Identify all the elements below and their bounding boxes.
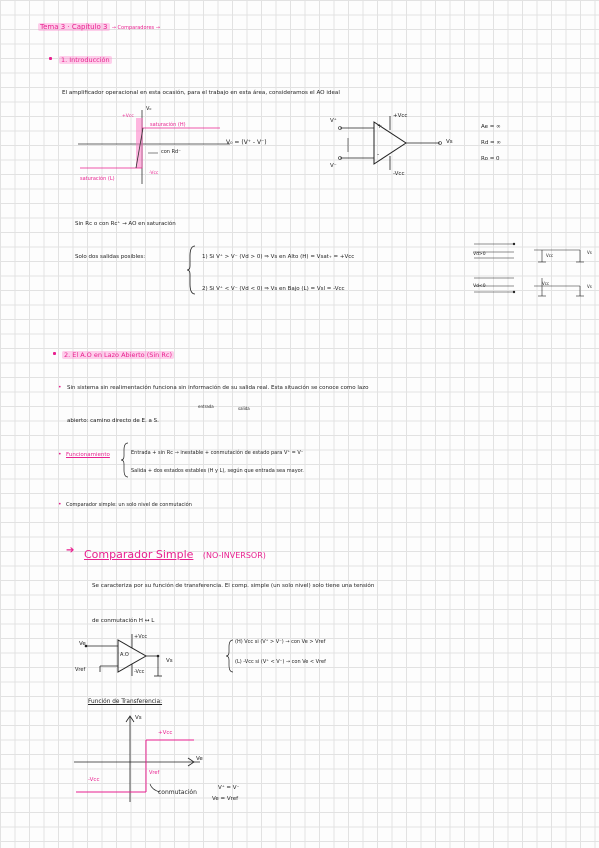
graph-vcc-neg: -Vcc <box>149 171 159 176</box>
funcionamiento-label: Funcionamiento <box>66 452 110 458</box>
mini-low-label: Vd<0 <box>473 284 486 289</box>
salidas-label: Solo dos salidas posibles: <box>75 254 146 260</box>
func-bullet-2: Salida + dos estados estables (H y L), s… <box>131 468 304 474</box>
ft-conm: conmutación <box>158 789 197 796</box>
mini-circuit-low <box>474 277 516 294</box>
sin-rc-note: Sin Rc o con Rc⁺ → AO en saturación <box>75 221 176 227</box>
param-rd: Rd = ∞ <box>481 140 501 146</box>
mini-circuit-high-out <box>534 249 584 263</box>
sec2-dot-2: • <box>58 451 62 458</box>
section-1-title: 1. Introducción <box>59 56 112 64</box>
ft-title: Función de Transferencia: <box>88 699 163 705</box>
cond-brace <box>225 639 234 673</box>
param-ae: Ae = ∞ <box>481 124 501 130</box>
sec2-line-1: Sin sistema sin realimentación funciona … <box>67 385 369 391</box>
ft-vcc-pos: +Vcc <box>158 730 173 736</box>
mini-high-label: Vd>0 <box>473 252 486 257</box>
ft-eq2: Ve = Vref <box>212 796 239 802</box>
ft-eq1: V⁺ = V⁻ <box>218 785 240 791</box>
sec2-sup-salida: salida <box>238 406 250 411</box>
section-bullet <box>53 352 56 355</box>
opamp-plus-sign: + <box>377 123 383 130</box>
ft-vcc-neg: -Vcc <box>88 777 100 783</box>
mini-circuit-low-out <box>534 278 584 297</box>
func-brace <box>120 442 129 478</box>
topic-title: Tema 3 · Capítulo 3 <box>38 23 110 31</box>
cond-high: (H) Vcc si (V⁺ > V⁻) → con Ve > Vref <box>235 639 326 645</box>
sec2-line-2: abierto: camino directo de E. a S. <box>67 418 159 424</box>
sec2-dot-3: • <box>58 501 62 508</box>
ft-vref: Vref <box>149 770 160 776</box>
graph-vo-label: V₀ <box>146 106 152 112</box>
opamp-vplus: V⁺ <box>330 118 337 124</box>
graph-sat-high: saturación (H) <box>150 122 186 128</box>
opamp-vcc-pos: +Vcc <box>393 113 408 119</box>
ft-vs: Vs <box>135 715 142 721</box>
opamp-vcc-neg: -Vcc <box>393 171 405 177</box>
mini-high-vcc: Vcc <box>546 253 554 258</box>
section-3-title: Comparador Simple (NO-INVERSOR) <box>84 548 266 561</box>
circuit-vcc-pos: +Vcc <box>134 634 148 640</box>
graph-rd-note: con Rd⁻ <box>161 149 181 155</box>
sec2-sup-entrada: entrada <box>198 404 214 409</box>
ft-ve: Ve <box>196 756 203 762</box>
section-1-intro: El amplificador operacional en esta ocas… <box>62 90 340 96</box>
section-bullet <box>49 57 52 60</box>
circuit-ao: A.O <box>120 652 129 658</box>
transfer-function-graph <box>74 715 200 802</box>
sec3-line-2: de conmutación H ↔ L <box>92 618 155 624</box>
brace <box>186 245 196 295</box>
sec3-line-1: Se caracteriza por su función de transfe… <box>92 583 375 589</box>
mini-circuit-high <box>474 242 516 259</box>
mini-high-vs: Vs <box>587 250 592 255</box>
mini-low-vs: Vs <box>587 284 592 289</box>
comp-simple-note: Comparador simple: un solo nivel de conm… <box>66 502 192 508</box>
circuit-ve: Ve <box>79 641 86 647</box>
param-ro: Ro = 0 <box>481 156 500 162</box>
circuit-vcc-neg: -Vcc <box>134 669 145 675</box>
graph-formula: V₀ = (V⁺ - V⁻) <box>226 139 267 146</box>
circuit-vref: Vref <box>75 667 86 673</box>
case-low: 2) Si V⁺ < V⁻ (Vd < 0) ⇒ Vs en Bajo (L) … <box>202 286 345 292</box>
func-bullet-1: Entrada + sin Rc → inestable + conmutaci… <box>131 450 304 456</box>
opamp-vminus: V⁻ <box>330 163 337 169</box>
topic-header: Tema 3 · Capítulo 3 → Comparadores → <box>38 23 160 31</box>
cond-low: (L) -Vcc si (V⁺ < V⁻) → con Ve < Vref <box>235 659 326 665</box>
opamp-minus-sign: - <box>377 151 380 158</box>
topic-subtitle: → Comparadores → <box>111 25 160 31</box>
sec2-dot-1: • <box>58 384 62 391</box>
opamp-symbol <box>338 116 442 170</box>
comparator-circuit <box>84 634 162 677</box>
mini-low-vcc: Vcc <box>542 281 550 286</box>
case-high: 1) Si V⁺ > V⁻ (Vd > 0) ⇒ Vs en Alto (H) … <box>202 254 355 260</box>
saturation-graph <box>78 110 230 184</box>
section-2-title: 2. El A.O en Lazo Abierto (Sin Rc) <box>62 351 174 359</box>
circuit-vs: Vs <box>166 658 173 664</box>
opamp-output: Vs <box>446 139 453 145</box>
graph-sat-low: saturación (L) <box>80 176 115 182</box>
graph-vcc-pos: +Vcc <box>122 114 134 119</box>
arrow-bullet-icon: ➔ <box>66 545 75 556</box>
